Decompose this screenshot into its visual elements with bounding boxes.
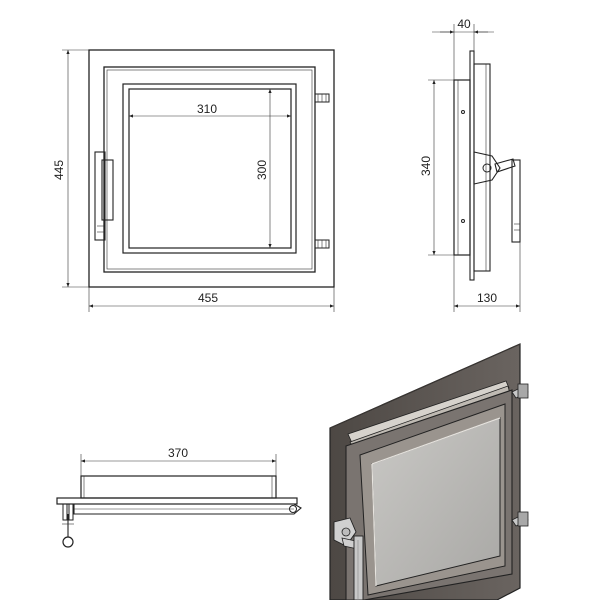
- front-glass-frame: [122, 83, 297, 254]
- top-door-body: [73, 503, 302, 515]
- side-frame: [473, 63, 491, 272]
- dim-front-height: 445: [52, 160, 66, 180]
- dim-side-height: 340: [419, 156, 433, 176]
- front-view: 445 455 310 300: [52, 49, 335, 312]
- dim-side-depth: 40: [457, 17, 471, 31]
- front-handle: [94, 151, 114, 241]
- top-view: 370: [56, 446, 302, 548]
- front-door-frame: [103, 66, 316, 273]
- iso-hinges: [511, 383, 529, 527]
- dim-glass-width: 310: [197, 102, 217, 116]
- front-door-frame-inner-edge: [106, 69, 313, 270]
- dim-side-total-depth: 130: [477, 291, 497, 305]
- iso-frame-top-bevel: [347, 380, 510, 444]
- side-view: 40 340 130: [419, 17, 521, 312]
- top-plate: [56, 497, 298, 505]
- dim-top-width: 370: [168, 446, 188, 460]
- isometric-view: [329, 343, 529, 600]
- side-handle: [473, 151, 521, 243]
- front-outer-plate: [88, 49, 335, 288]
- iso-handle: [333, 517, 364, 600]
- dim-front-width: 455: [198, 291, 218, 305]
- side-front-plate: [469, 50, 475, 281]
- front-hinges: [314, 93, 330, 249]
- dim-glass-height: 300: [255, 160, 269, 180]
- side-door-body: [453, 79, 471, 256]
- front-glass: [128, 88, 292, 249]
- top-handle: [62, 503, 74, 548]
- top-frame: [80, 475, 277, 499]
